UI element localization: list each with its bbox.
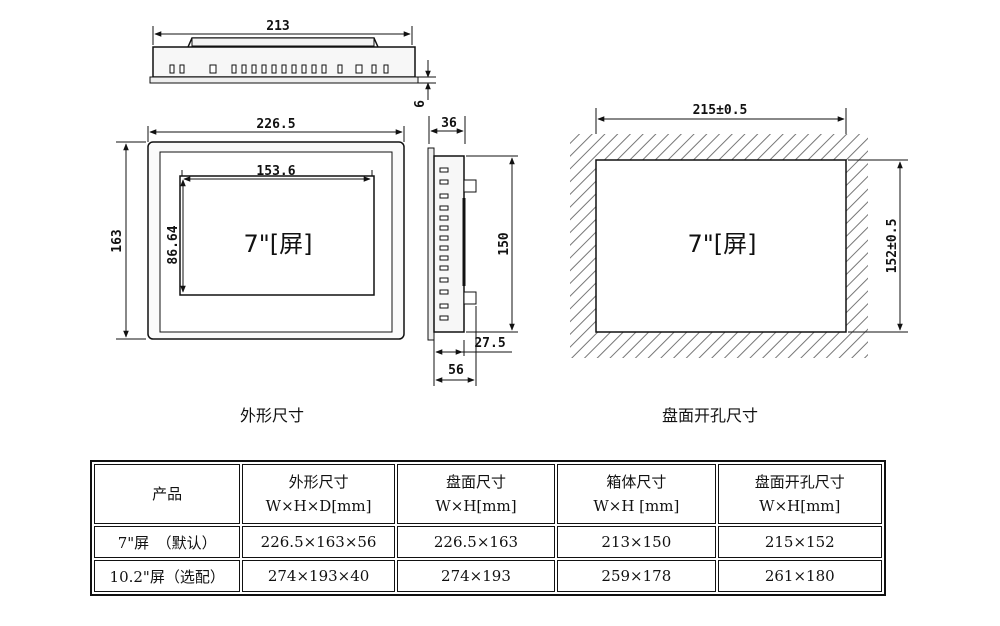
header-box: 箱体尺寸 W×H [mm]	[557, 464, 716, 524]
profile-ports	[439, 167, 449, 321]
table-row: 10.2"屏（选配） 274×193×40 274×193 259×178 26…	[94, 560, 882, 592]
cutout-opening	[595, 159, 847, 333]
profile-body	[433, 155, 465, 333]
profile-view: 36 150 27.5 56	[427, 116, 518, 386]
header-outer-title: 外形尺寸	[288, 473, 349, 491]
header-panel-title: 盘面尺寸	[445, 473, 506, 491]
front-height-label: 163	[110, 229, 125, 252]
header-cutout-unit: W×H[mm]	[759, 497, 841, 515]
header-product: 产品	[94, 464, 241, 524]
header-outer-unit: W×H×D[mm]	[265, 497, 372, 515]
row-panel: 274×193	[396, 560, 556, 592]
side-ports	[169, 64, 389, 74]
row-panel: 226.5×163	[396, 526, 556, 558]
dimension-drawing: 213 6 226.5 163	[110, 19, 908, 386]
cutout-view: 215±0.5 152±0.5 7"[屏]	[570, 103, 908, 358]
profile-depth-label: 36	[441, 116, 457, 131]
cutout-width-label: 215±0.5	[693, 103, 748, 118]
header-box-title: 箱体尺寸	[606, 473, 667, 491]
profile-total-depth-label: 56	[448, 363, 464, 378]
header-cutout-title: 盘面开孔尺寸	[754, 473, 845, 491]
front-width-label: 226.5	[256, 117, 295, 132]
cutout-height-label: 152±0.5	[885, 219, 900, 274]
screen-width-label: 153.6	[256, 164, 295, 179]
cutout-caption: 盘面开孔尺寸	[662, 406, 759, 425]
front-view: 226.5 163 153.6 86.64 7"[屏]	[110, 117, 405, 340]
screen-height-label: 86.64	[166, 225, 181, 264]
side-width-label: 213	[266, 19, 289, 34]
table-header-row: 产品 外形尺寸 W×H×D[mm] 盘面尺寸 W×H[mm] 箱体尺寸 W×H [mm…	[94, 464, 882, 524]
cutout-hatch-area	[570, 134, 868, 358]
header-panel: 盘面尺寸 W×H[mm]	[396, 464, 556, 524]
row-product: 10.2"屏（选配）	[94, 560, 241, 592]
profile-height-label: 150	[497, 232, 512, 256]
cutout-screen-text: 7"[屏]	[687, 230, 756, 258]
side-depth-label: 6	[413, 100, 428, 108]
row-product: 7"屏 （默认）	[94, 526, 241, 558]
spec-table: 产品 外形尺寸 W×H×D[mm] 盘面尺寸 W×H[mm] 箱体尺寸 W×H [mm…	[90, 460, 886, 596]
row-box: 213×150	[557, 526, 716, 558]
row-box: 259×178	[557, 560, 716, 592]
front-screen	[179, 175, 375, 296]
row-outer: 226.5×163×56	[242, 526, 395, 558]
table-row: 7"屏 （默认） 226.5×163×56 226.5×163 213×150 …	[94, 526, 882, 558]
header-box-unit: W×H [mm]	[593, 497, 680, 515]
row-outer: 274×193×40	[242, 560, 395, 592]
row-cutout: 261×180	[717, 560, 882, 592]
front-screen-text: 7"[屏]	[243, 230, 312, 258]
profile-bottom-label: 27.5	[474, 336, 505, 351]
header-outer: 外形尺寸 W×H×D[mm]	[242, 464, 395, 524]
profile-front-plate	[427, 147, 435, 341]
side-view: 213 6	[149, 19, 436, 108]
front-caption: 外形尺寸	[240, 406, 305, 425]
header-panel-unit: W×H[mm]	[435, 497, 517, 515]
row-cutout: 215×152	[717, 526, 882, 558]
header-cutout: 盘面开孔尺寸 W×H[mm]	[717, 464, 882, 524]
